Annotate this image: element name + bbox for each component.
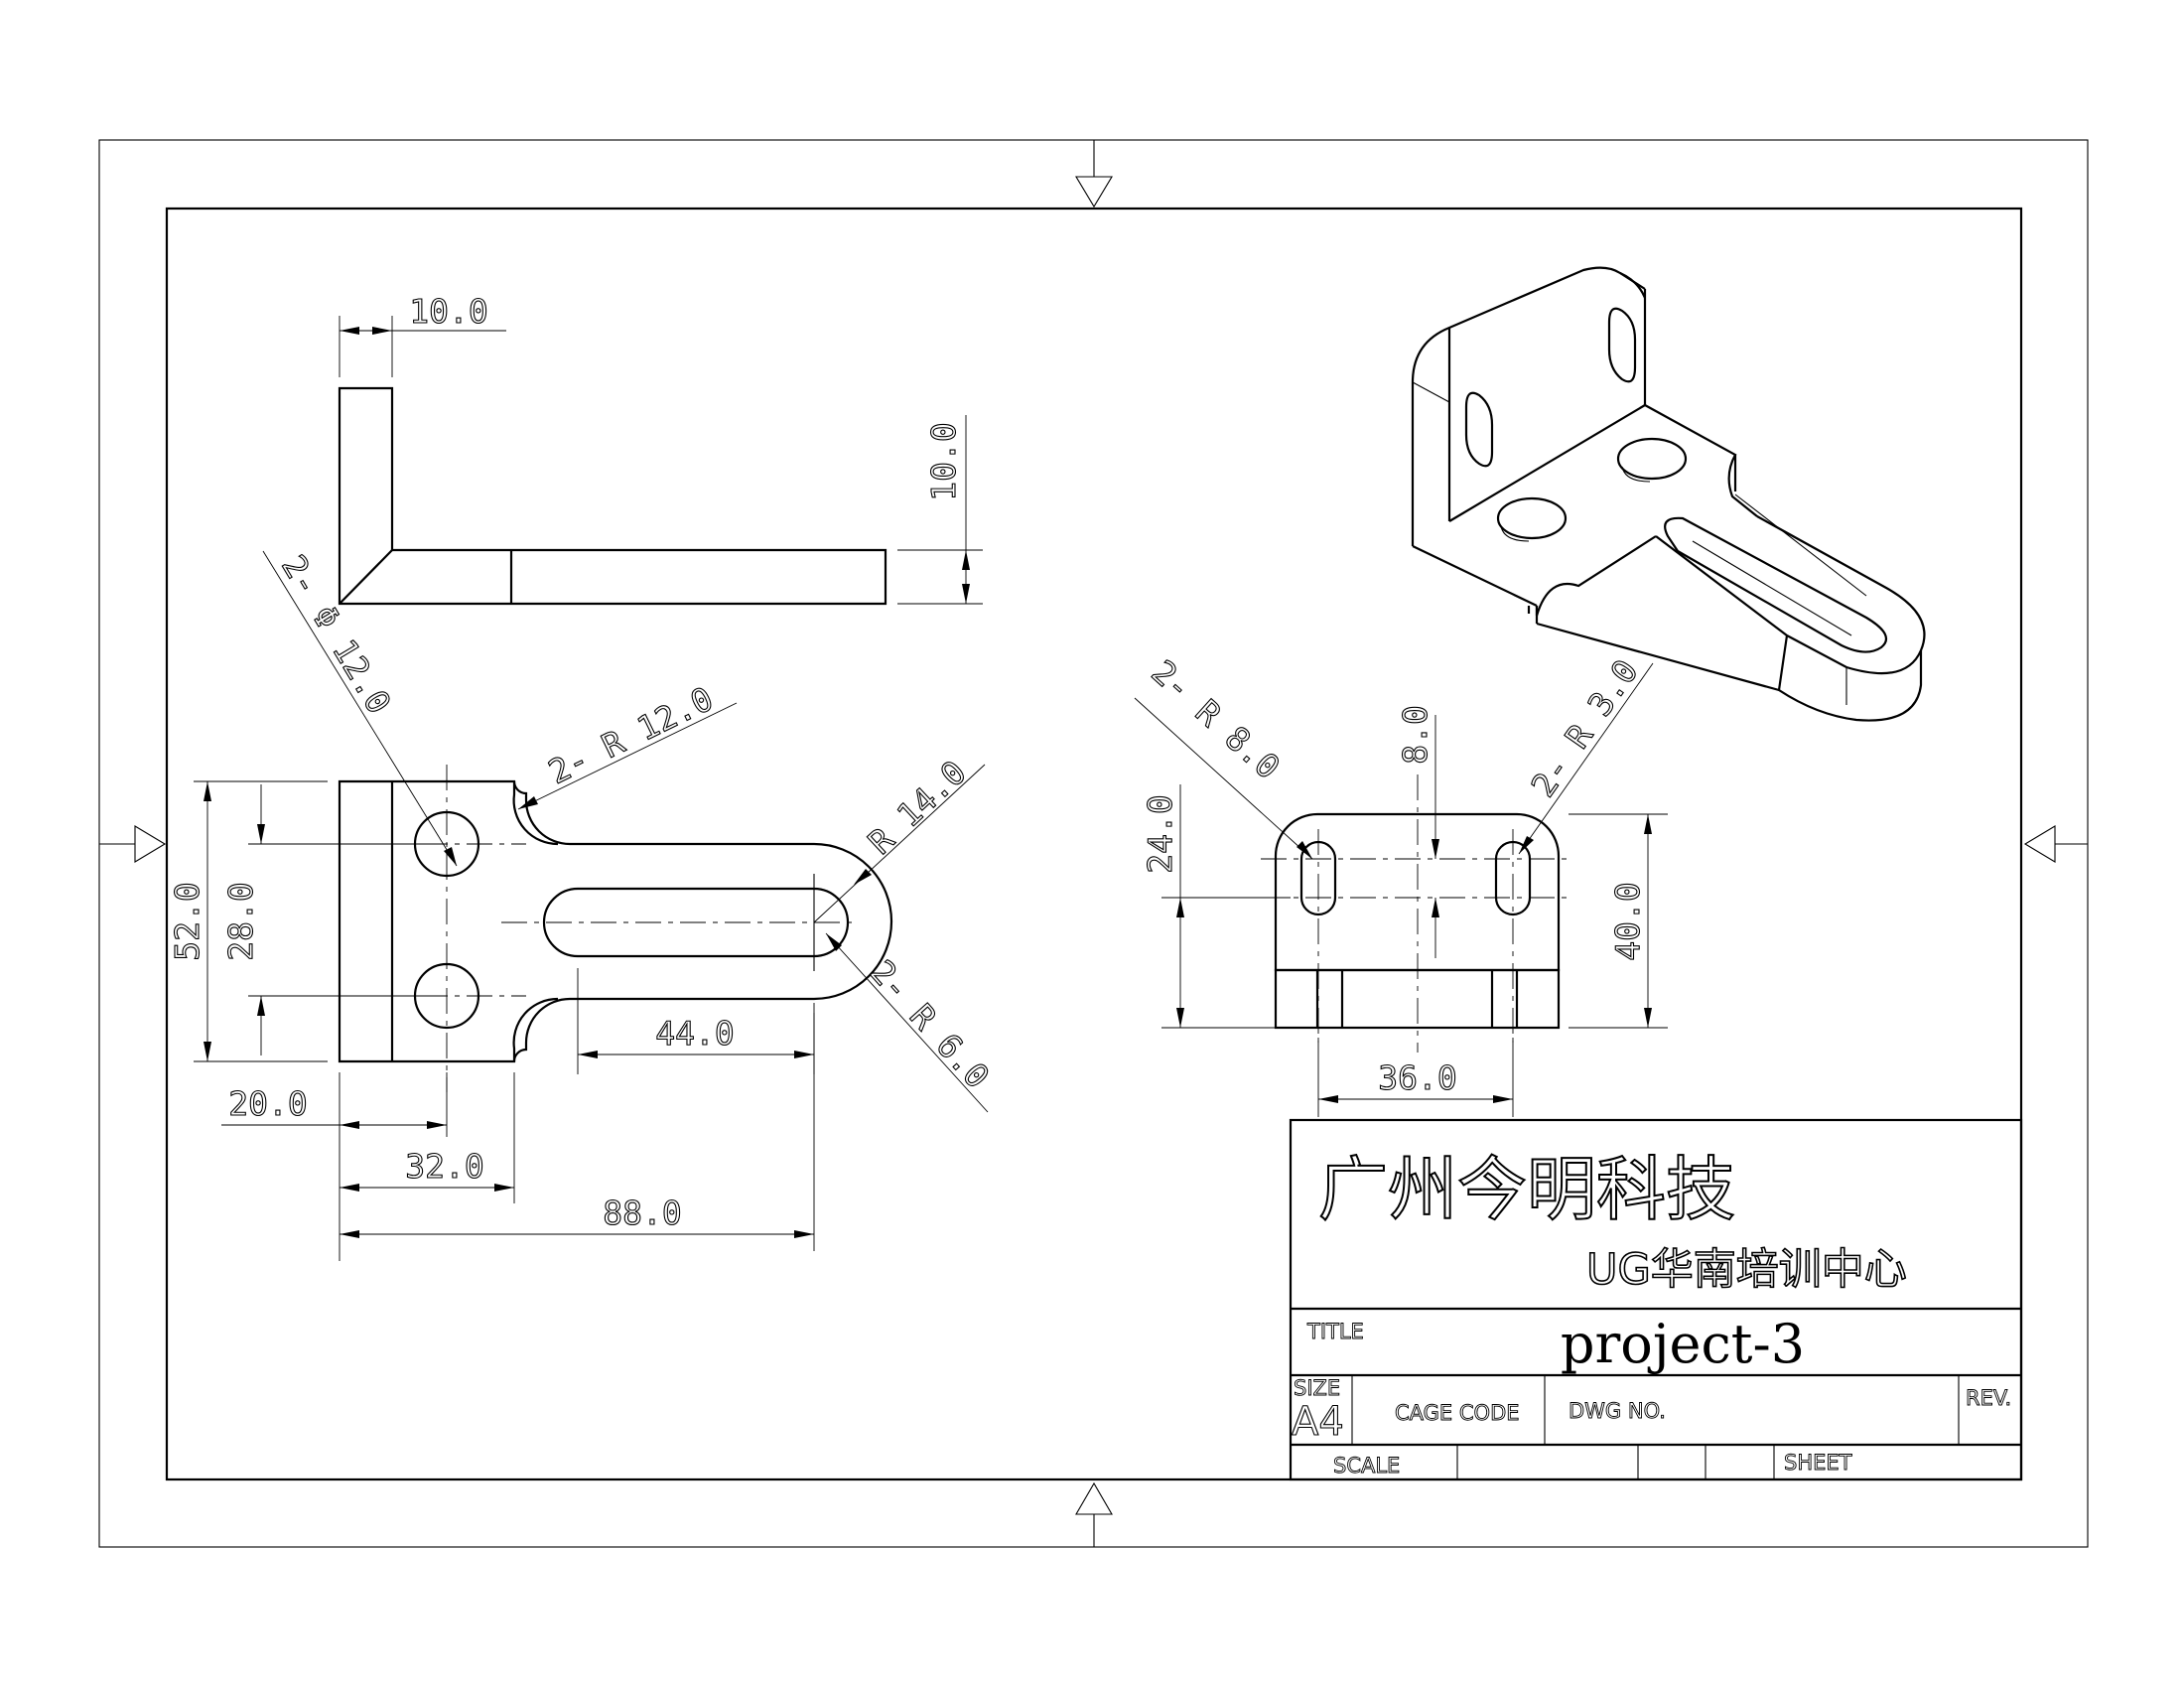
dim-side-slot-height: 24.0 — [1141, 794, 1179, 873]
dim-side-slot-spacing: 36.0 — [1378, 1058, 1456, 1097]
sheet-label: SHEET — [1784, 1451, 1852, 1475]
dim-side-height: 40.0 — [1608, 882, 1647, 960]
size-label: SIZE — [1294, 1376, 1340, 1400]
dim-overall-length: 88.0 — [603, 1194, 681, 1232]
company-name: 广州今明科技 — [1318, 1149, 1735, 1230]
training-center-name: UG华南培训中心 — [1586, 1245, 1907, 1295]
dim-top-thickness-h: 10.0 — [409, 292, 487, 331]
dim-hole-offset: 20.0 — [228, 1084, 307, 1123]
dim-side-corner-radius: 2- R 8.0 — [1145, 652, 1288, 786]
dim-side-slot-radius: 2- R 3.0 — [1524, 652, 1646, 804]
dim-hole-callout: 2- Φ 12.0 — [274, 548, 399, 720]
side-view — [1261, 774, 1573, 1053]
dim-end-radius: R 14.0 — [861, 753, 974, 862]
dim-overall-height: 52.0 — [168, 882, 206, 960]
dwg-no-label: DWG NO. — [1569, 1399, 1666, 1423]
rev-label: REV. — [1966, 1386, 2011, 1410]
cage-code-label: CAGE CODE — [1395, 1401, 1520, 1425]
top-view-dimensions: 10.0 10.0 — [339, 291, 983, 605]
side-view-dimensions: 8.0 24.0 40.0 36.0 2- R 8.0 2- R 3.0 — [1134, 651, 1668, 1117]
dim-corner-radius: 2- R 12.0 — [542, 679, 719, 791]
size-value: A4 — [1292, 1399, 1344, 1445]
dim-flange-width: 32.0 — [405, 1147, 483, 1186]
isometric-view — [1411, 266, 1926, 722]
dim-slot-radius: 2- R 6.0 — [863, 952, 997, 1095]
front-view-dimensions: 52.0 28.0 44.0 20.0 32.0 88.0 2- Φ 12.0 — [167, 547, 998, 1261]
dim-top-thickness-v: 10.0 — [924, 422, 963, 500]
front-view — [338, 765, 893, 1092]
drawing-title: project-3 — [1561, 1313, 1805, 1375]
dim-side-slot-length: 8.0 — [1396, 705, 1434, 765]
inner-border — [165, 207, 2023, 1481]
scale-label: SCALE — [1333, 1454, 1400, 1477]
dim-hole-spacing: 28.0 — [221, 882, 260, 960]
title-label: TITLE — [1306, 1320, 1364, 1343]
title-block: 广州今明科技 UG华南培训中心 TITLE project-3 SIZE A4 … — [1289, 1118, 2023, 1481]
dim-slot-length: 44.0 — [655, 1014, 734, 1053]
centering-marks — [99, 140, 2088, 1547]
top-view — [338, 386, 887, 606]
